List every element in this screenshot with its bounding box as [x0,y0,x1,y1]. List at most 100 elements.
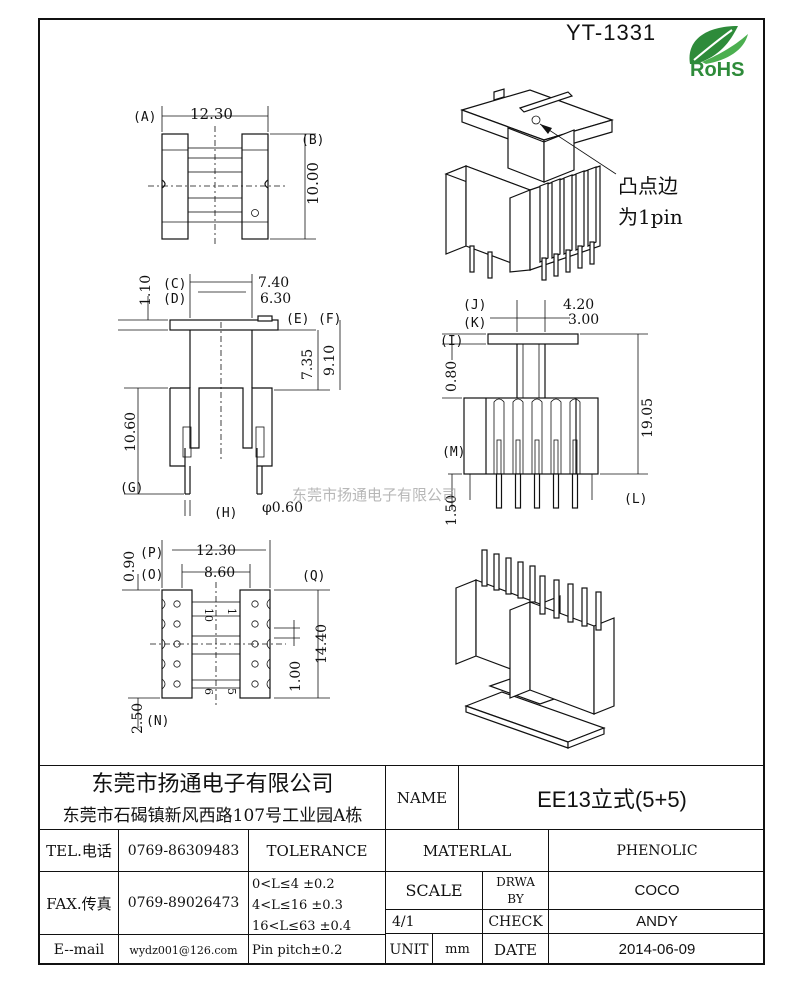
front-fin [512,398,524,474]
dim-g: 10.60 [123,412,139,452]
dim-i: 0.80 [444,361,460,392]
top-view: (A) 12.30 (B) 10.00 [133,105,324,246]
note-line-1: 凸点边 [618,174,678,198]
iso2-pin-front [595,591,602,631]
isometric-view-top: 凸点边 为1pin [444,88,683,281]
label-q: (Q) [302,569,325,584]
drawing-frame [38,18,765,965]
front-fin [493,398,505,474]
bottom-notch-left [161,678,166,690]
label-d: (D) [163,292,186,307]
bottom-notch-left [161,658,166,670]
label-p: (P) [140,546,163,561]
tel-value: 0769-86309483 [127,842,240,859]
technical-drawing: (A) 12.30 (B) 10.00 [118,88,683,749]
leaf-icon [689,26,748,64]
tel-label: TEL.电话 [46,842,112,860]
iso-fin [587,166,597,247]
fax-label: FAX.传真 [46,894,112,913]
note-line-2: 为1pin [618,205,683,229]
iso2-pin-front [539,575,546,615]
dim-pin: φ0.60 [262,500,303,516]
dim-width: 12.30 [190,105,233,123]
label-c: (C) [163,277,186,292]
iso2-pin-back [481,549,488,587]
scale-value: 4/1 [392,913,415,930]
iso-pin [541,257,547,281]
bottom-pin-right [251,680,259,688]
date-value: 2014-06-09 [618,941,696,958]
bottom-notch-left [161,598,166,610]
date-label: DATE [494,940,537,959]
label-k: (K) [463,316,486,331]
dim-p-width: 12.30 [196,543,236,559]
front-fin [569,398,581,474]
pin-pitch-tolerance: Pin pitch±0.2 [252,942,343,958]
iso-pin [553,253,559,277]
label-j: (J) [463,298,486,313]
front-pin [571,473,579,509]
rohs-logo: RoHS [689,26,748,80]
company-name: 东莞市扬通电子有限公司 [91,772,334,797]
dim-pitch: 1.00 [288,661,304,692]
bottom-pin-left [173,600,181,608]
iso2-pin-back [493,553,500,591]
tolerance-range-1: 0<L≤4 ±0.2 [252,876,335,892]
watermark: 东莞市扬通电子有限公司 [292,486,457,504]
dim-q: 14.40 [314,624,330,664]
dim-k: 3.00 [568,312,599,328]
label-b: (B) [301,133,324,148]
side-view: (C) (D) 7.40 6.30 1.10 (E) (F) 7.35 9.10… [118,274,341,521]
label-e: (E) [286,312,309,327]
iso-fin [551,178,561,259]
bottom-notch-right [266,598,271,610]
iso-fin [563,174,573,255]
label-m: (M) [442,445,465,460]
email-value: wydz001@126.com [129,943,238,957]
iso2-pin-back [505,557,512,595]
iso2-pin-back [529,565,536,603]
bottom-pin-right [251,660,259,668]
dim-f: 9.10 [322,345,338,376]
name-label: NAME [396,788,448,807]
bottom-notch-right [266,638,271,650]
label-a: (A) [133,110,156,125]
unit-value: mm [445,942,470,957]
front-view: (J) 4.20 (K) 3.00 (I) 0.80 19.05 (M) (L)… [440,297,656,526]
label-i: (I) [440,334,463,349]
model-number: YT-1331 [566,20,657,45]
label-n: (N) [146,714,169,729]
isometric-view-bottom [455,549,615,749]
drawn-value: COCO [634,882,680,899]
bottom-pin-right [251,620,259,628]
label-h: (H) [214,506,237,521]
dim-n: 2.50 [130,703,146,734]
dim-d: 6.30 [260,291,291,307]
bottom-notch-right [266,618,271,630]
iso-pin-back [469,245,475,273]
iso2-pin-front [581,587,588,627]
tolerance-range-3: 16<L≤63 ±0.4 [252,918,352,934]
pin-mark-10: 10 [202,608,215,622]
tolerance-range-2: 4<L≤16 ±0.3 [252,897,343,913]
bottom-pin-right [251,600,259,608]
bottom-pin-left [173,680,181,688]
company-address: 东莞市石碣镇新风西路107号工业园A栋 [62,805,363,826]
front-pin [533,473,541,509]
iso-pin [577,245,583,269]
front-fin [550,398,562,474]
material-label: MATERLAL [422,841,512,860]
scale-label: SCALE [405,881,463,900]
bottom-notch-right [266,658,271,670]
bottom-notch-right [266,678,271,690]
iso2-pin-back [517,561,524,599]
iso2-pin-front [567,583,574,623]
bottom-notch-left [161,618,166,630]
iso2-pin-front [553,579,560,619]
drawn-label: DRWA [496,874,535,889]
fax-value: 0769-89026473 [127,895,240,911]
pin-mark-6: 6 [202,688,215,695]
email-label: E--mail [53,942,105,958]
bottom-view: 10 1 6 5 (P) 12.30 (O) 8.60 0.90 (Q) 14.… [122,540,330,734]
bottom-notch-left [161,638,166,650]
